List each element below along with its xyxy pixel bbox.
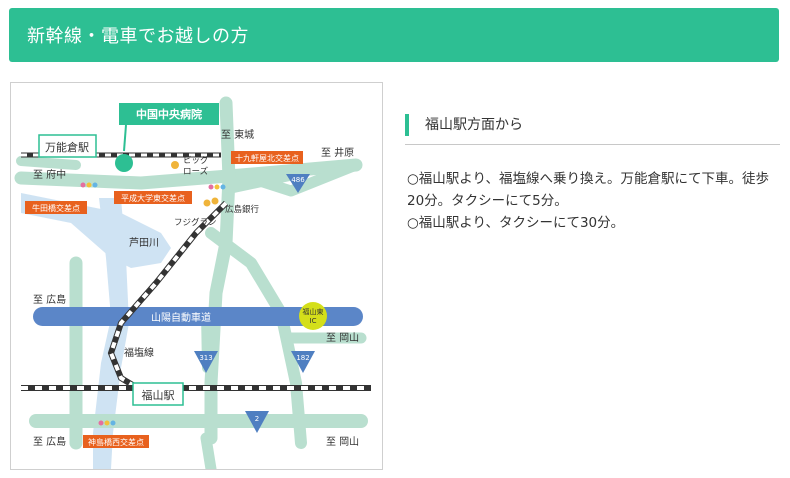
info-body: ○福山駅より、福塩線へ乗り換え。万能倉駅にて下車。徒歩20分。タクシーにて5分。… — [407, 168, 777, 234]
landmark-marker-fujigran — [203, 199, 211, 207]
river-ashida — [93, 198, 129, 469]
direction-okayama-upper: 至 岡山 — [326, 332, 359, 344]
hospital-label-box — [119, 103, 219, 125]
direction-fuchu: 至 府中 — [33, 168, 66, 181]
station-box-mannoukura — [38, 134, 97, 158]
landmark-hiroshima-bank: 広島銀行 — [225, 204, 260, 215]
route-marker-486 — [286, 174, 310, 193]
station-box-fukuyama — [132, 382, 184, 406]
intersection-box-heisei — [114, 191, 192, 204]
landmark-marker-bigrose — [171, 161, 179, 169]
direction-ibara: 至 井原 — [321, 146, 354, 159]
intersection-heisei: 平成大学東交差点 — [121, 193, 185, 203]
interchange-label-1: 福山東 — [303, 307, 324, 316]
route-313: 313 — [199, 354, 212, 362]
road-tojo — [204, 96, 236, 445]
interchange-label-2: IC — [310, 317, 317, 325]
road-fuchu-side — [16, 156, 81, 170]
info-heading-bar — [405, 114, 409, 136]
signal-dots — [80, 182, 226, 426]
intersection-box-jukkenya — [231, 151, 303, 164]
direction-hiroshima-upper: 至 広島 — [33, 293, 66, 306]
landmark-fujigran: フジグラン — [174, 217, 217, 228]
landmark-marker-bank — [211, 197, 219, 205]
rail-line-label: 福塩線 — [124, 346, 154, 359]
route-2: 2 — [255, 415, 259, 423]
info-title: 福山駅方面から — [425, 117, 523, 133]
intersection-box-ushitabashi — [25, 201, 87, 214]
railway-curve — [107, 200, 229, 396]
info-line-1: ○福山駅より、福塩線へ乗り換え。万能倉駅にて下車。徒歩20分。タクシーにて5分。 — [407, 171, 769, 209]
info-line-2: ○福山駅より、タクシーにて30分。 — [407, 215, 625, 231]
intersection-ushitabashi: 牛田橋交差点 — [32, 203, 80, 213]
access-map-svg: 山陽自動車道 中国中央病院 万能倉駅 福山駅 至 東城 至 井原 至 府中 至 … — [14, 96, 371, 469]
direction-tojo: 至 東城 — [221, 128, 254, 141]
landmark-bigrose-1: ビッグ — [183, 155, 209, 166]
interchange-marker — [299, 302, 327, 330]
expressway-label: 山陽自動車道 — [151, 311, 211, 324]
road-bottom-link — [200, 432, 217, 469]
info-heading: 福山駅方面から — [405, 110, 780, 145]
intersection-jukkenya: 十九軒屋北交差点 — [235, 153, 299, 163]
route-marker-2 — [245, 411, 269, 433]
intersection-kanjimabashi: 神島橋西交差点 — [88, 437, 144, 447]
route-182: 182 — [296, 354, 309, 362]
station-fukuyama: 福山駅 — [142, 388, 175, 402]
station-mannoukura: 万能倉駅 — [45, 140, 89, 154]
route-marker-182 — [291, 351, 315, 373]
section-header: 新幹線・電車でお越しの方 — [9, 8, 779, 62]
section-title: 新幹線・電車でお越しの方 — [27, 26, 249, 47]
expressway-sanyo — [33, 307, 363, 326]
access-info: 福山駅方面から ○福山駅より、福塩線へ乗り換え。万能倉駅にて下車。徒歩20分。タ… — [405, 110, 780, 231]
river-label: 芦田川 — [129, 237, 159, 249]
route-486: 486 — [291, 176, 305, 184]
landmark-bigrose-2: ローズ — [183, 166, 209, 177]
route-marker-313 — [194, 351, 218, 373]
direction-okayama-lower: 至 岡山 — [326, 436, 359, 448]
direction-hiroshima-lower: 至 広島 — [33, 435, 66, 448]
hospital-label: 中国中央病院 — [136, 107, 202, 121]
intersection-box-kanjimabashi — [83, 435, 149, 448]
hospital-pointer — [123, 124, 127, 152]
access-map: 山陽自動車道 中国中央病院 万能倉駅 福山駅 至 東城 至 井原 至 府中 至 … — [10, 82, 383, 470]
hospital-marker — [115, 154, 133, 172]
